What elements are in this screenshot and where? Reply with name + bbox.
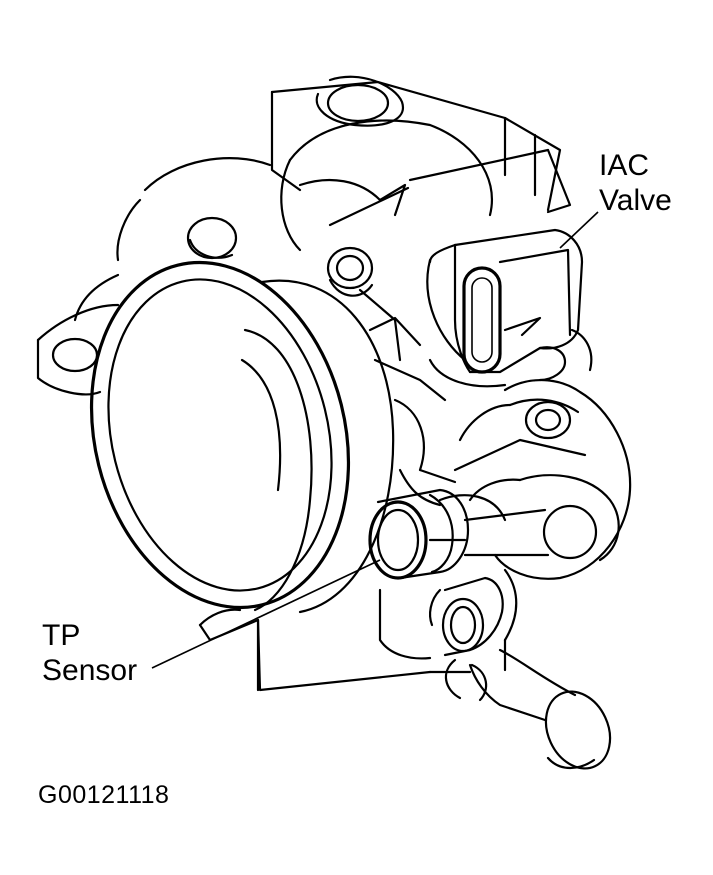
bottom-nozzle bbox=[444, 648, 612, 770]
tp-sensor-leader-line bbox=[151, 559, 381, 669]
port-cylinder-lower bbox=[429, 576, 504, 657]
iac-valve-label-line2: Valve bbox=[599, 184, 672, 217]
tp-sensor-label: TP Sensor bbox=[42, 619, 137, 687]
main-bore bbox=[89, 260, 402, 614]
center-body bbox=[368, 316, 507, 507]
iac-valve-label: IAC Valve bbox=[599, 149, 672, 217]
throttle-body-drawing bbox=[36, 75, 632, 770]
iac-valve-housing bbox=[326, 228, 593, 382]
port-cylinder-front bbox=[368, 488, 470, 580]
tp-sensor-label-line2: Sensor bbox=[42, 654, 137, 687]
rear-housing bbox=[116, 119, 550, 262]
top-mounting-boss bbox=[270, 75, 572, 214]
figure-id: G00121118 bbox=[38, 781, 169, 809]
iac-valve-leader-line bbox=[559, 211, 599, 249]
base-plate bbox=[198, 568, 518, 692]
iac-valve-label-line1: IAC bbox=[599, 149, 649, 182]
tp-sensor-label-line1: TP bbox=[42, 619, 80, 652]
tp-sensor bbox=[438, 379, 632, 580]
